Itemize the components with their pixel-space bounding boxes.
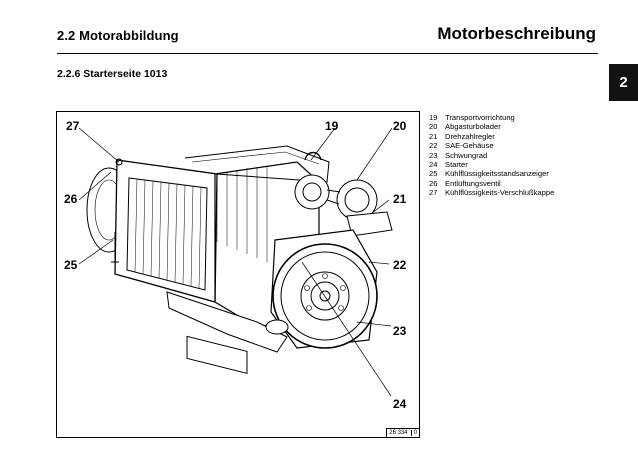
legend-text: Kühlflüssigkeits-Verschlußkappe [445,188,555,198]
legend-item: 23 Schwungrad [429,151,554,160]
legend-num: 20 [429,122,438,132]
figure-id: 26 334 0 [386,428,419,437]
callout-20: 20 [393,119,407,133]
callout-23: 23 [393,324,407,338]
legend-text: Starter [445,160,468,170]
legend-num: 21 [429,131,438,141]
section-title: 2.2 Motorabbildung [57,28,179,43]
legend-text: Abgasturbolader [445,122,501,132]
callout-26: 26 [64,192,78,206]
legend-item: 27 Kühlflüssigkeits-Verschlußkappe [429,188,554,197]
legend-item: 26 Entlüftungsventil [429,179,554,188]
legend-text: Transportvorrichtung [445,113,515,122]
subsection-title: 2.2.6 Starterseite 1013 [57,68,168,80]
legend-item: 19 Transportvorrichtung [429,113,554,122]
legend-item: 24 Starter [429,160,554,169]
callout-25: 25 [64,258,78,272]
callout-24: 24 [393,397,407,411]
legend-num: 23 [429,150,438,160]
chapter-tab[interactable]: 2 [609,64,638,101]
header-rule [57,53,598,54]
legend-text: SAE-Gehäuse [445,141,494,151]
legend-num: 27 [429,188,438,198]
callout-22: 22 [393,258,407,272]
figure-id-suffix: 0 [410,430,417,436]
legend-num: 19 [429,113,438,122]
legend-item: 21 Drehzahlregler [429,132,554,141]
legend-item: 25 Kühlflüssigkeitsstandsanzeiger [429,169,554,178]
callout-19: 19 [325,119,339,133]
legend-num: 22 [429,141,438,151]
chapter-title: Motorbeschreibung [437,24,596,43]
legend-num: 26 [429,178,438,188]
legend-text: Entlüftungsventil [445,178,501,188]
legend-num: 24 [429,160,438,170]
legend-item: 22 SAE-Gehäuse [429,141,554,150]
legend-item: 20 Abgasturbolader [429,122,554,131]
legend-num: 25 [429,169,438,179]
callout-21: 21 [393,192,407,206]
legend-list: 19 Transportvorrichtung 20 Abgasturbolader… [429,113,554,198]
legend-text: Schwungrad [445,150,488,160]
engine-illustration [78,127,393,397]
figure-id-number: 26 334 [389,430,408,436]
legend-text: Drehzahlregler [445,131,495,141]
engine-figure: 27 19 20 26 21 25 22 23 24 26 334 0 [56,111,420,438]
legend-text: Kühlflüssigkeitsstandsanzeiger [445,169,549,179]
callout-27: 27 [66,119,80,133]
